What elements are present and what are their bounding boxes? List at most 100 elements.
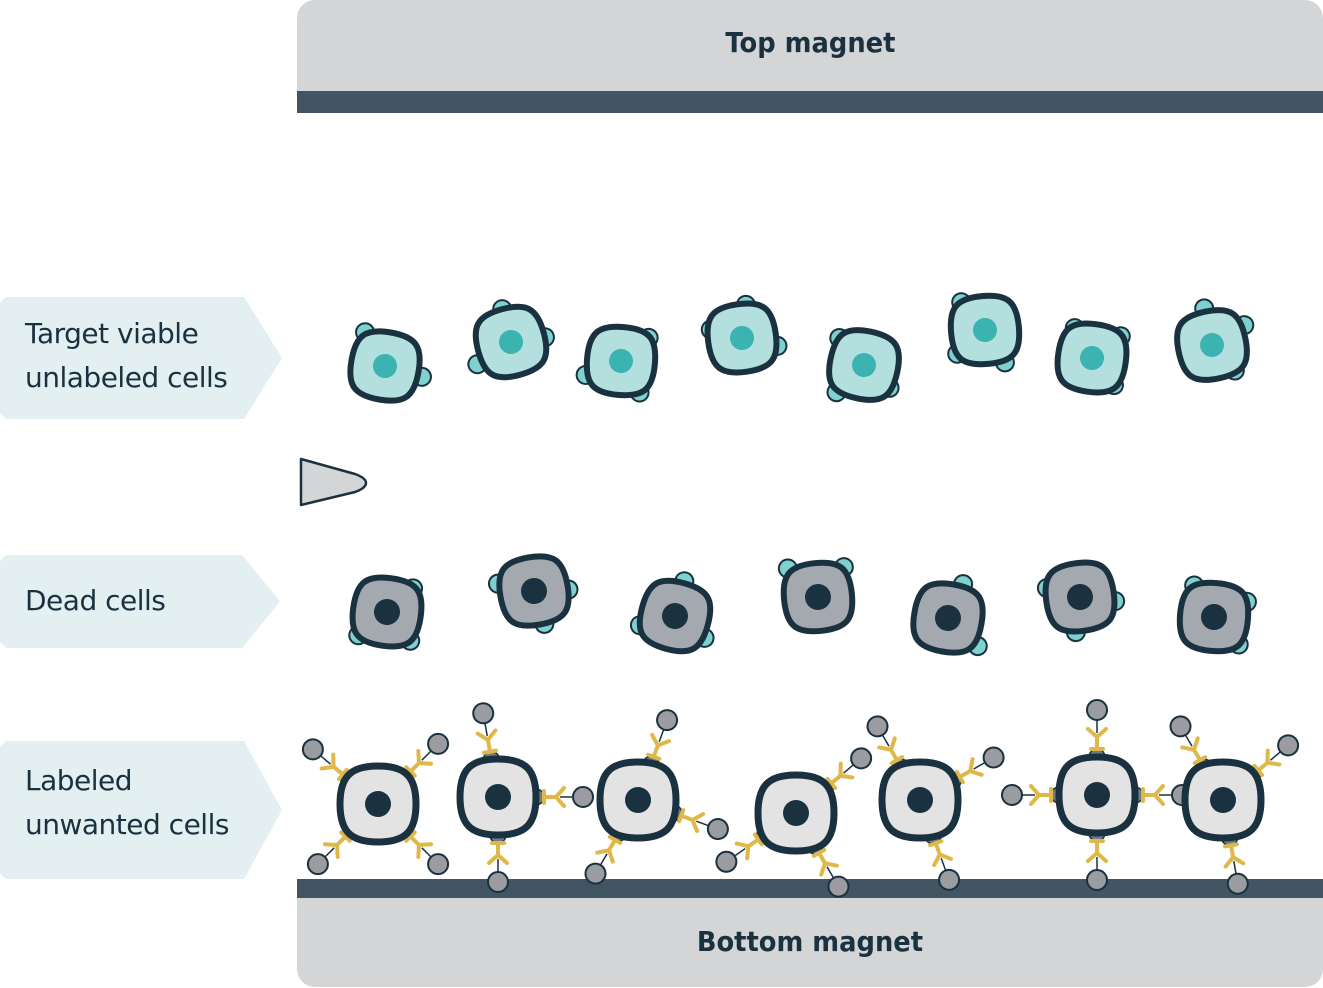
antibody-icon bbox=[404, 748, 434, 778]
bottom-magnet: Bottom magnet bbox=[297, 897, 1323, 987]
magnetic-bead bbox=[1001, 784, 1023, 806]
antibody-icon bbox=[928, 839, 954, 868]
antibody-icon bbox=[1141, 784, 1165, 806]
antibody-icon bbox=[475, 728, 498, 755]
magnetic-bead bbox=[1086, 699, 1108, 721]
target-viable-cell bbox=[1054, 318, 1131, 396]
magnetic-bead bbox=[487, 871, 509, 893]
magnetic-bead bbox=[427, 853, 450, 876]
top-magnet-label: Top magnet bbox=[724, 25, 896, 59]
cell-nucleus bbox=[805, 584, 831, 610]
cell-nucleus bbox=[609, 349, 633, 373]
bottom-magnet-plate bbox=[297, 879, 1323, 898]
labeled-unwanted-cell bbox=[1001, 699, 1193, 891]
dead-cell bbox=[910, 574, 988, 657]
dead-cell bbox=[1036, 559, 1126, 643]
antibody-icon bbox=[811, 847, 839, 877]
labeled-unwanted-cell bbox=[456, 702, 594, 893]
antibody-icon bbox=[734, 832, 764, 861]
labeled-unwanted-cell bbox=[715, 747, 873, 898]
target-viable-cell bbox=[575, 323, 659, 403]
magnetic-bead bbox=[1226, 872, 1249, 895]
antibody-icon bbox=[646, 732, 672, 761]
cell-nucleus bbox=[499, 330, 523, 354]
antibody-icon bbox=[542, 786, 566, 808]
cell-nucleus bbox=[521, 578, 547, 604]
cell-nucleus bbox=[1201, 604, 1227, 630]
cell-nucleus bbox=[1067, 584, 1093, 610]
labeled-unwanted-cell bbox=[866, 715, 1005, 891]
magnetic-bead bbox=[715, 850, 738, 873]
antibody-icon bbox=[1086, 727, 1108, 751]
label-line: unwanted cells bbox=[25, 808, 229, 841]
magnetic-bead bbox=[572, 786, 594, 808]
labeled-cells-group bbox=[301, 699, 1300, 898]
antibody-icon bbox=[825, 761, 855, 791]
cell-nucleus bbox=[1210, 787, 1236, 813]
label-line: unlabeled cells bbox=[25, 361, 228, 394]
antibody-bead-complex bbox=[487, 826, 509, 893]
label-labeled-unwanted-cells: Labeled unwanted cells bbox=[0, 741, 282, 879]
dead-cells-group bbox=[348, 553, 1257, 657]
magnetic-bead bbox=[938, 868, 961, 891]
target-viable-cell bbox=[700, 294, 788, 376]
labeled-unwanted-cell bbox=[301, 732, 450, 876]
antibody-icon bbox=[1180, 736, 1208, 766]
magnetic-bead bbox=[850, 747, 873, 770]
antibody-icon bbox=[1252, 748, 1282, 778]
antibody-icon bbox=[677, 808, 706, 834]
antibody-icon bbox=[319, 752, 349, 782]
target-viable-cell bbox=[826, 327, 902, 403]
magnetic-bead bbox=[1277, 734, 1300, 757]
magnetic-bead bbox=[306, 853, 329, 876]
magnetic-bead bbox=[301, 738, 324, 761]
dead-cell bbox=[629, 571, 715, 655]
cell-nucleus bbox=[625, 787, 651, 813]
target-cells-group bbox=[347, 292, 1255, 404]
magnetic-bead bbox=[706, 818, 729, 841]
label-target-viable-unlabeled-cells: Target viable unlabeled cells bbox=[0, 297, 282, 419]
magnetic-bead bbox=[1086, 869, 1108, 891]
magnetic-bead bbox=[866, 715, 889, 738]
dead-cell bbox=[348, 574, 425, 651]
cell-nucleus bbox=[1084, 782, 1110, 808]
antibody-icon bbox=[1086, 839, 1108, 863]
top-magnet: Top magnet bbox=[297, 0, 1323, 92]
antibody-icon bbox=[954, 757, 984, 785]
label-line: Target viable bbox=[25, 317, 199, 350]
magnetic-bead bbox=[1169, 715, 1192, 738]
labeled-unwanted-cell bbox=[584, 709, 729, 885]
cell-nucleus bbox=[1200, 333, 1224, 357]
magnetic-bead bbox=[427, 732, 450, 755]
flow-pointer-icon bbox=[299, 457, 368, 507]
antibody-icon bbox=[487, 841, 509, 865]
antibody-icon bbox=[595, 834, 623, 864]
cell-nucleus bbox=[485, 784, 511, 810]
label-line: Dead cells bbox=[25, 584, 166, 617]
target-viable-cell bbox=[347, 322, 432, 404]
cell-nucleus bbox=[935, 605, 961, 631]
cell-nucleus bbox=[907, 787, 933, 813]
magnetic-bead bbox=[982, 746, 1005, 769]
cell-nucleus bbox=[730, 326, 754, 350]
target-viable-cell bbox=[1174, 298, 1255, 383]
magnetic-bead bbox=[656, 709, 679, 732]
cell-nucleus bbox=[662, 603, 688, 629]
bottom-magnet-label: Bottom magnet bbox=[696, 924, 924, 958]
target-viable-cell bbox=[947, 292, 1023, 373]
cell-nucleus bbox=[973, 318, 997, 342]
label-dead-cells: Dead cells bbox=[0, 555, 280, 648]
label-line: Labeled bbox=[25, 764, 133, 797]
cell-nucleus bbox=[365, 791, 391, 817]
antibody-icon bbox=[322, 830, 352, 860]
labeled-unwanted-cell bbox=[1169, 715, 1300, 895]
cell-nucleus bbox=[1080, 346, 1104, 370]
cell-nucleus bbox=[783, 800, 809, 826]
cell-nucleus bbox=[373, 354, 397, 378]
dead-cell bbox=[487, 553, 579, 634]
antibody-icon bbox=[1223, 842, 1246, 869]
cell-nucleus bbox=[852, 353, 876, 377]
antibody-icon bbox=[404, 830, 434, 860]
dead-cell bbox=[777, 557, 856, 635]
